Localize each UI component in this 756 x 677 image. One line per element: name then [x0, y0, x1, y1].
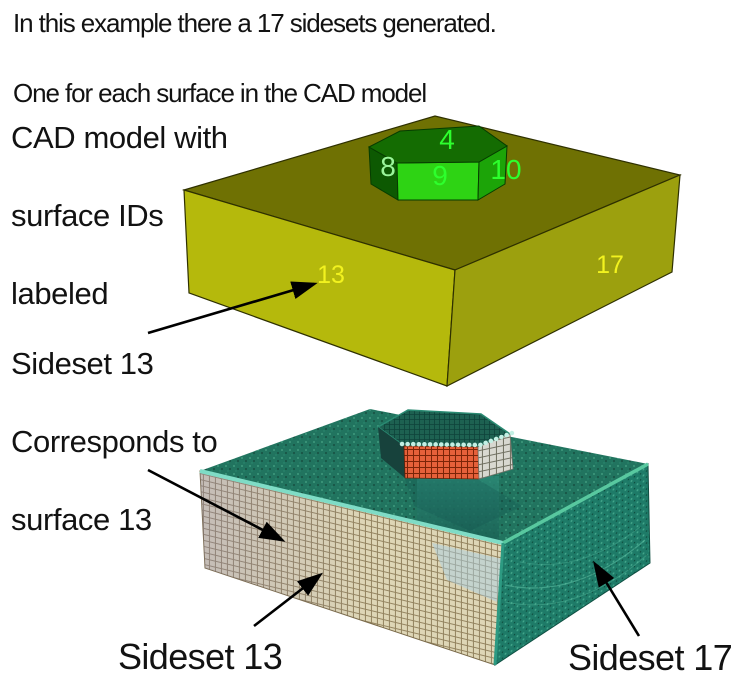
- slide-title: In this example there a 17 sidesets gene…: [13, 6, 497, 111]
- mesh-boss-left-wall: [378, 427, 405, 478]
- cad-caption-line1: CAD model with: [11, 120, 228, 155]
- mesh-interior-shadow: [405, 479, 522, 531]
- mesh-front-edge-highlight: [199, 469, 504, 545]
- cad-caption-line3: labeled: [11, 276, 109, 311]
- annotation-arrows: [147, 281, 641, 637]
- mesh-model: [199, 409, 651, 666]
- arrow-to-sideset13-lower: [253, 572, 324, 628]
- mesh-right-edge-highlight: [502, 462, 649, 545]
- note-line1: Sideset 13: [11, 346, 154, 381]
- title-line1: In this example there a 17 sidesets gene…: [13, 8, 497, 38]
- cad-model: 4 8 9 10 13 17: [181, 115, 682, 388]
- cad-boss-top-face-4: [367, 125, 508, 164]
- surface-label-17: 17: [596, 251, 624, 279]
- mesh-ghost-contour-3: [519, 526, 641, 565]
- surface-label-8: 8: [380, 151, 396, 182]
- surface-label-13: 13: [317, 261, 345, 289]
- note-line3: surface 13: [11, 502, 152, 537]
- arrow-to-sideset17: [592, 560, 641, 637]
- cad-caption-line2: surface IDs: [11, 198, 164, 233]
- mesh-tan-face-blue-reflection: [432, 543, 502, 602]
- arrow-to-surface-13: [147, 281, 318, 335]
- surface-label-10: 10: [490, 154, 521, 185]
- bottom-label-sideset13: Sideset 13: [118, 636, 283, 677]
- mesh-boss-scalloped-rim: [399, 430, 515, 448]
- bottom-label-sideset17: Sideset 17: [568, 637, 733, 677]
- arrow-to-sideset13-upper: [147, 468, 286, 542]
- cad-right-face-17: [446, 174, 681, 388]
- surface-label-4: 4: [439, 124, 455, 155]
- mesh-boss-front-wall-orange: [403, 445, 480, 480]
- mesh-boss-right-wall-gray: [477, 433, 514, 480]
- sideset13-note: Sideset 13 Corresponds to surface 13: [11, 344, 218, 539]
- mesh-ghost-contour-2: [504, 553, 649, 606]
- note-line2: Corresponds to: [11, 424, 218, 459]
- mesh-corner-edge: [493, 542, 505, 666]
- surface-label-9: 9: [432, 160, 448, 191]
- title-line2: One for each surface in the CAD model: [13, 78, 427, 108]
- mesh-tan-face-purple-tint: [200, 471, 503, 665]
- mesh-ghost-contour-1: [504, 539, 646, 589]
- cad-model-caption: CAD model with surface IDs labeled: [11, 118, 228, 313]
